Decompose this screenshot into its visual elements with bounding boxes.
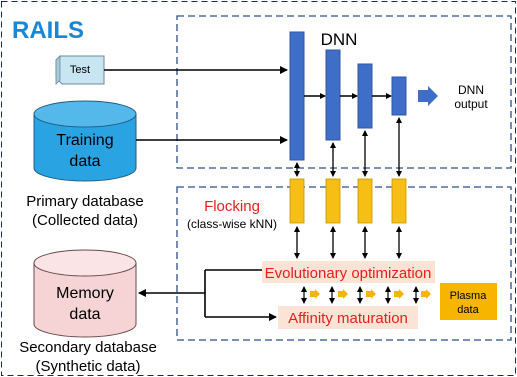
affinity-label: Affinity maturation [288, 310, 408, 327]
immune-region [176, 186, 512, 341]
flocking-bar-2 [325, 178, 341, 224]
test-document-icon [55, 55, 105, 85]
dnn-layer-1 [289, 31, 305, 161]
test-label: Test [70, 64, 90, 76]
plasma-transfer-row [301, 286, 431, 304]
memory-data-cylinder [33, 249, 137, 338]
flocking-bar-3 [357, 178, 373, 224]
memory-label-2: data [69, 306, 100, 323]
flocking-label: Flocking [204, 198, 260, 215]
secondary-db-label-2: (Synthetic data) [35, 358, 140, 375]
dnn-output-label-1: DNN [458, 83, 484, 97]
dnn-layer-2 [325, 49, 341, 141]
dnn-layer-3 [357, 63, 373, 129]
secondary-db-label-1: Secondary database [19, 339, 157, 356]
training-label-2: data [69, 153, 100, 170]
dnn-output-label-2: output [454, 97, 488, 111]
dnn-label: DNN [321, 30, 358, 49]
training-label-1: Training [56, 132, 113, 149]
primary-db-label-2: (Collected data) [32, 212, 138, 229]
diagram-title: RAILS [12, 17, 84, 44]
flocking-bar-4 [391, 178, 407, 224]
plasma-box [440, 283, 497, 320]
evolutionary-box [262, 261, 435, 283]
primary-db-label-1: Primary database [26, 193, 144, 210]
flocking-sublabel: (class-wise kNN) [187, 217, 277, 231]
dnn-region [176, 15, 512, 169]
plasma-label-2: data [457, 304, 479, 316]
dnn-output-arrow-icon [418, 86, 438, 106]
affinity-box [278, 306, 418, 329]
dnn-layer-4 [391, 76, 407, 116]
plasma-label-1: Plasma [450, 290, 488, 302]
evolutionary-label: Evolutionary optimization [265, 265, 432, 282]
training-data-cylinder [33, 100, 137, 182]
flocking-bar-1 [289, 178, 305, 224]
memory-label-1: Memory [56, 285, 114, 302]
